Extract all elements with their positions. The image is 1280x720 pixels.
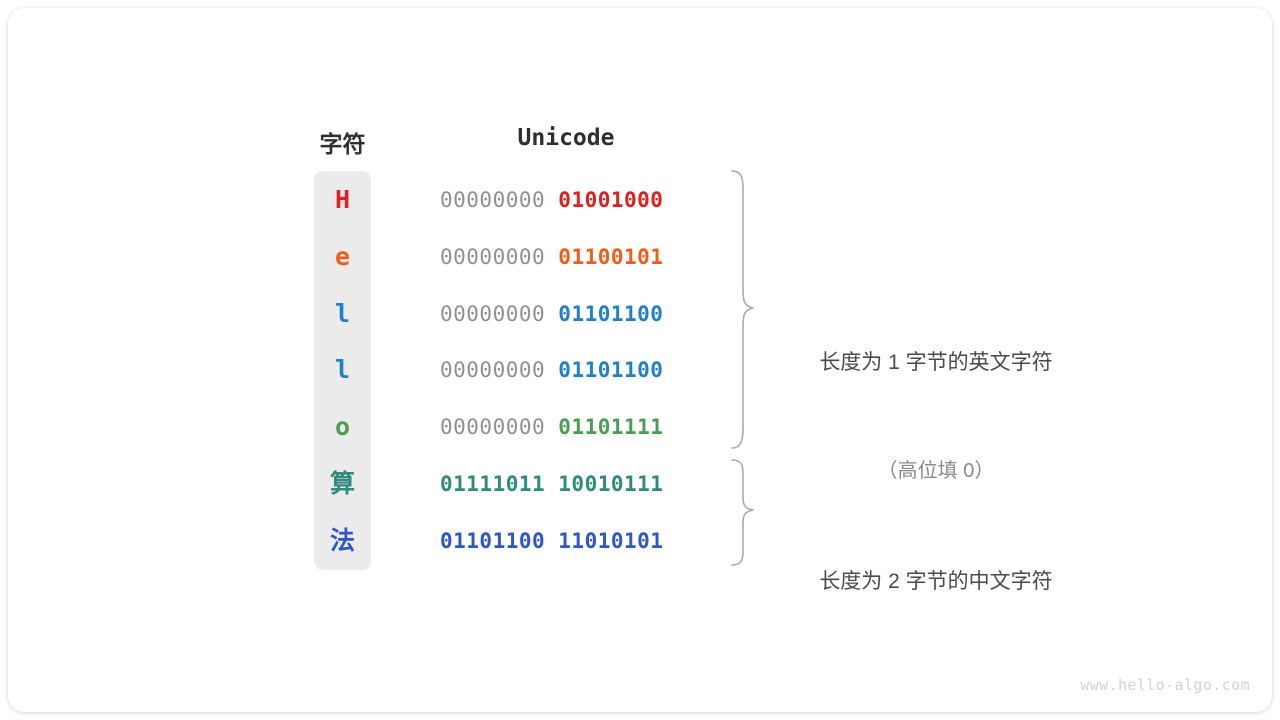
character-column-strip (314, 171, 371, 570)
row-low-bits: 01101111 (558, 415, 664, 440)
row-unicode-bits: 00000000 01001000 (440, 180, 698, 220)
row-high-bits: 00000000 (440, 358, 559, 383)
character-row: e 00000000 01100101 (314, 237, 714, 277)
row-high-bits: 00000000 (440, 188, 559, 212)
row-character: l (334, 355, 351, 385)
row-low-bits: 01101100 (558, 358, 664, 383)
row-low-bits: 01111011 10010111 (440, 472, 664, 496)
row-high-bits: 00000000 (440, 415, 559, 440)
row-character: l (334, 298, 351, 328)
character-row: 算 01111011 10010111 (314, 464, 714, 504)
row-unicode-bits: 01101100 11010101 (440, 521, 698, 561)
row-character: o (334, 412, 351, 442)
watermark: www.hello-algo.com (1080, 676, 1250, 694)
row-unicode-bits: 01111011 10010111 (440, 464, 698, 504)
row-high-bits: 00000000 (440, 244, 559, 269)
row-character: e (334, 241, 351, 271)
annotation-one-byte-main: 长度为 1 字节的英文字符 (819, 351, 1053, 374)
row-high-bits: 00000000 (440, 301, 559, 326)
row-low-bits: 01001000 (558, 188, 664, 212)
row-low-bits: 01100101 (558, 244, 664, 269)
row-character: 法 (329, 525, 355, 555)
row-character: H (334, 185, 351, 214)
character-row: 法 01101100 11010101 (314, 521, 714, 561)
row-low-bits: 01101100 (558, 301, 664, 326)
character-row: l 00000000 01101100 (314, 294, 714, 334)
row-character: 算 (329, 469, 355, 498)
row-unicode-bits: 00000000 01101100 (440, 294, 698, 334)
grouping-braces (731, 170, 754, 566)
row-unicode-bits: 00000000 01101100 (440, 350, 698, 390)
row-low-bits: 01101100 11010101 (440, 528, 664, 553)
figure-card: 字符 Unicode H 00000000 01001000 e 00000000 0… (8, 8, 1272, 712)
row-unicode-bits: 00000000 01101111 (440, 407, 698, 447)
character-row: H 00000000 01001000 (314, 180, 714, 220)
character-row: o 00000000 01101111 (314, 407, 714, 447)
annotation-two-byte: 长度为 2 字节的中文字符 (776, 492, 1096, 672)
annotation-one-byte: 长度为 1 字节的英文字符 （高位填 0） (776, 273, 1096, 561)
character-row: l 00000000 01101100 (314, 350, 714, 390)
annotation-two-byte-main: 长度为 2 字节的中文字符 (819, 570, 1053, 593)
annotation-one-byte-sub: （高位填 0） (877, 460, 995, 482)
column-header-char: 字符 (319, 132, 366, 158)
row-unicode-bits: 00000000 01100101 (440, 237, 698, 277)
column-header-unicode: Unicode (517, 125, 615, 151)
